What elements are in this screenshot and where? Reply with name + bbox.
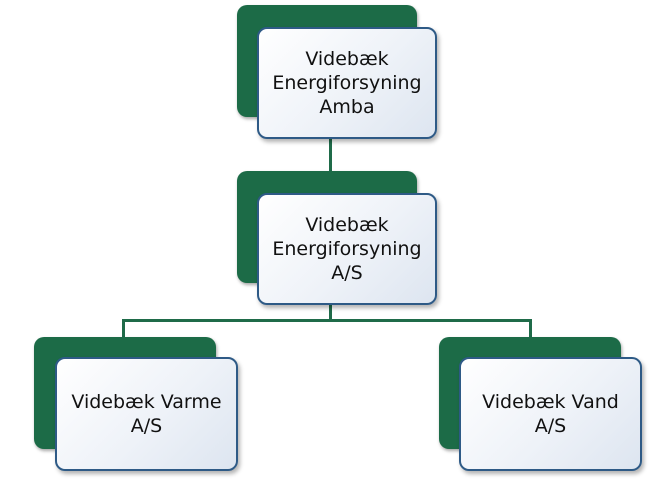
connector-middle-down xyxy=(329,304,332,320)
connector-to-left xyxy=(122,319,125,339)
node-right: Videbæk Vand A/S xyxy=(439,337,643,471)
node-right-label: Videbæk Vand A/S xyxy=(482,391,619,437)
node-right-box: Videbæk Vand A/S xyxy=(459,357,642,471)
connector-horizontal xyxy=(122,319,532,322)
connector-top-to-middle xyxy=(329,138,332,172)
node-middle: Videbæk Energiforsyning A/S xyxy=(237,171,439,305)
node-top-box: Videbæk Energiforsyning Amba xyxy=(257,27,437,139)
node-top-label: Videbæk Energiforsyning Amba xyxy=(272,48,422,118)
node-left-label: Videbæk Varme A/S xyxy=(71,391,222,437)
connector-to-right xyxy=(529,319,532,339)
node-middle-label: Videbæk Energiforsyning A/S xyxy=(272,214,422,284)
node-left: Videbæk Varme A/S xyxy=(34,337,239,471)
node-middle-box: Videbæk Energiforsyning A/S xyxy=(257,193,437,305)
node-left-box: Videbæk Varme A/S xyxy=(55,357,238,471)
node-top: Videbæk Energiforsyning Amba xyxy=(237,5,439,139)
